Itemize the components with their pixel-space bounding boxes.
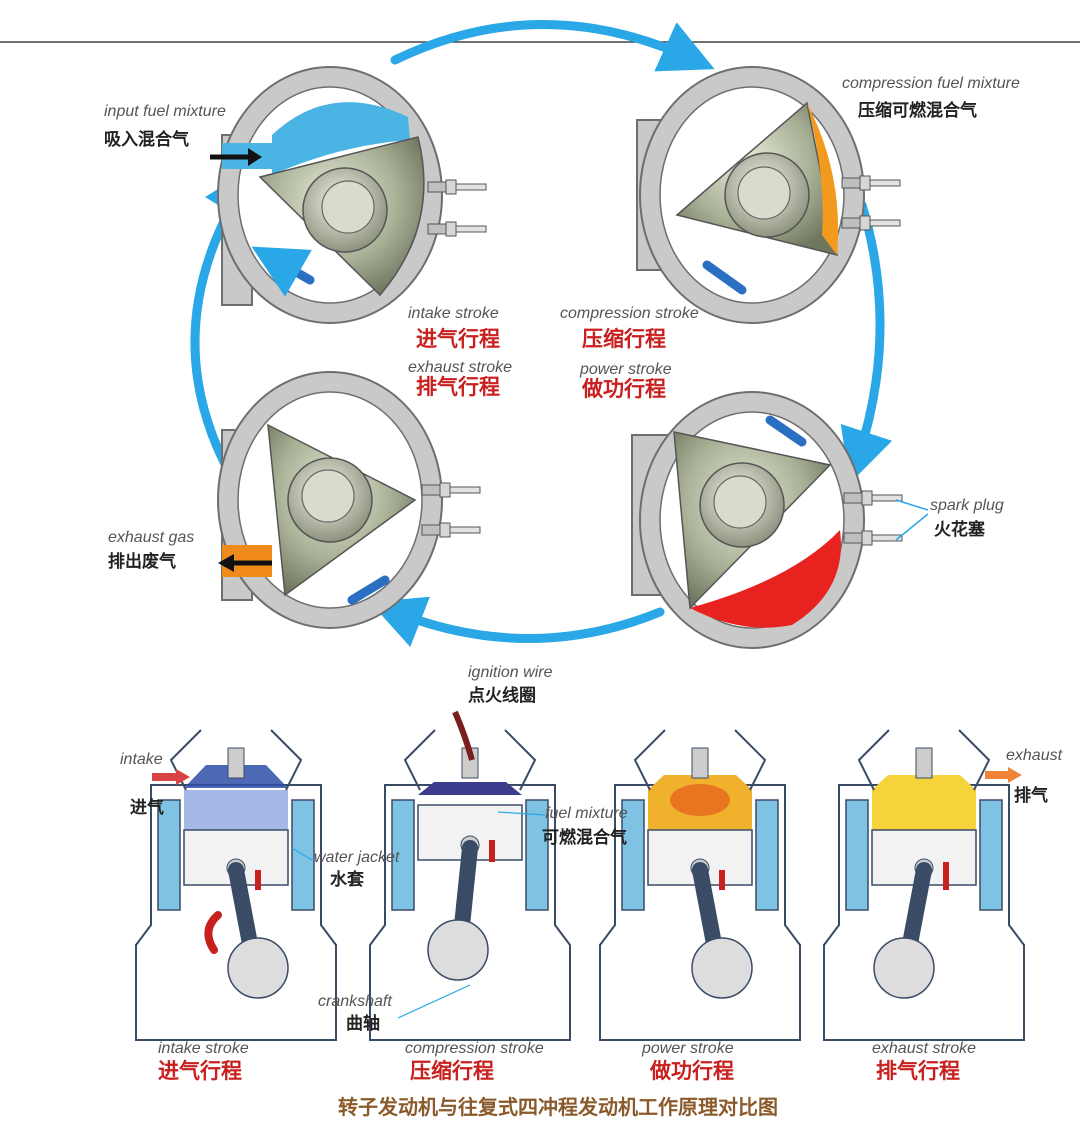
label-exhaust-gas-zh: 排出废气 (108, 552, 176, 572)
label-water-jacket-en: water jacket (314, 849, 400, 866)
label-spark-plug-zh: 火花塞 (934, 520, 985, 540)
label-spark-plug-en: spark plug (930, 497, 1004, 514)
label-piston-intake-zh: 进气 (130, 798, 164, 818)
label-crankshaft-zh: 曲轴 (346, 1014, 380, 1034)
cycle-arrow-right (840, 200, 893, 484)
piston-stroke-3-zh: 做功行程 (650, 1058, 734, 1083)
spark-plug-pointer (895, 499, 929, 541)
piston-exhaust (823, 729, 1025, 1041)
piston-stroke-2-zh: 压缩行程 (410, 1058, 494, 1083)
label-exhaust-gas-en: exhaust gas (108, 529, 195, 546)
piston-stroke-3-en: power stroke (642, 1040, 734, 1057)
piston-stroke-4-en: exhaust stroke (872, 1040, 977, 1057)
cycle-arrow-top (390, 20, 715, 72)
piston-power (599, 729, 801, 1041)
rotary-intake-engine (217, 66, 487, 324)
exhaust-charge (872, 775, 976, 830)
label-fuel-mixture-en: fuel mixture (545, 805, 628, 822)
water-jacket (157, 799, 181, 911)
piston-stroke-2-en: compression stroke (405, 1040, 544, 1057)
rotary-power-stroke-en: power stroke (580, 361, 672, 378)
rotary-exhaust-stroke-zh: 排气行程 (416, 374, 500, 399)
rotary-intake-stroke-zh: 进气行程 (416, 326, 500, 351)
label-crankshaft-en: crankshaft (318, 993, 392, 1010)
label-compression-zh: 压缩可燃混合气 (858, 101, 977, 121)
label-water-jacket-zh: 水套 (330, 870, 364, 890)
label-fuel-mixture-zh: 可燃混合气 (542, 828, 627, 848)
intake-mixture-fill (272, 102, 410, 175)
combustion-fill (690, 530, 841, 628)
piston-engines (135, 710, 1025, 1041)
rotary-compression-engine (636, 66, 901, 324)
rotary-intake-stroke-en: intake stroke (408, 305, 499, 322)
cycle-arrow-bottom (369, 596, 665, 647)
label-intake-zh: 吸入混合气 (104, 130, 189, 150)
rotary-power-engine (631, 391, 903, 649)
label-piston-exhaust-en: exhaust (1006, 747, 1063, 764)
label-piston-exhaust-zh: 排气 (1014, 786, 1048, 806)
label-piston-intake-en: intake (120, 751, 163, 768)
rotary-exhaust-engine (217, 371, 481, 629)
piston-compression (369, 710, 571, 1041)
label-compression-en: compression fuel mixture (842, 75, 1020, 92)
label-ignition-zh: 点火线圈 (468, 686, 536, 706)
compress-mixture-fill (807, 103, 839, 255)
figure-caption: 转子发动机与往复式四冲程发动机工作原理对比图 (338, 1095, 778, 1119)
rotary-compression-stroke-zh: 压缩行程 (582, 326, 666, 351)
compressed-charge (418, 782, 522, 795)
piston-stroke-1-zh: 进气行程 (158, 1058, 242, 1083)
label-intake-en: input fuel mixture (104, 103, 226, 120)
rotary-exhaust-stroke-en: exhaust stroke (408, 359, 513, 376)
label-ignition-en: ignition wire (468, 664, 553, 681)
rotary-power-stroke-zh: 做功行程 (582, 376, 666, 401)
piston-stroke-1-en: intake stroke (158, 1040, 249, 1057)
rotary-compression-stroke-en: compression stroke (560, 305, 699, 322)
piston-stroke-4-zh: 排气行程 (876, 1058, 960, 1083)
